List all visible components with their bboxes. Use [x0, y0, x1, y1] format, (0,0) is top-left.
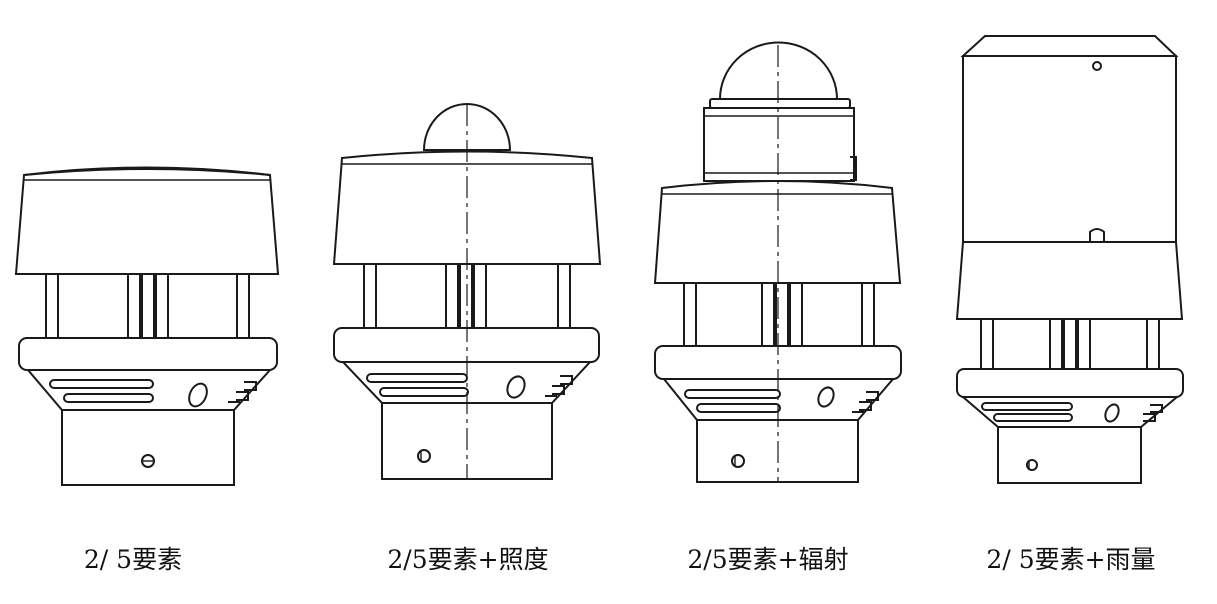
- instrument-basic: [14, 166, 280, 486]
- rain-gauge-body: [962, 55, 1177, 243]
- light-dome: [422, 103, 512, 151]
- set-screw: [141, 454, 155, 468]
- rain-funnel-rim: [960, 35, 1179, 57]
- caption-basic: 2/ 5要素: [83, 545, 183, 574]
- caption-radiation: 2/5要素+辐射: [687, 545, 849, 574]
- instrument-radiation: [653, 41, 902, 483]
- sensor-rods: [980, 318, 1160, 370]
- top-cover: [332, 150, 602, 265]
- instrument-rainfall: [955, 35, 1184, 484]
- base-flange: [956, 368, 1184, 398]
- mount-tube: [61, 409, 235, 486]
- vent-hole: [506, 375, 526, 399]
- vent-hole: [188, 382, 208, 408]
- top-cover: [955, 241, 1184, 320]
- vent-slots: [366, 373, 573, 397]
- vent-hole: [817, 386, 835, 408]
- vent-slots: [49, 379, 257, 403]
- vent-slots: [684, 389, 879, 413]
- base-flange: [18, 337, 278, 371]
- vent-hole: [1104, 403, 1120, 423]
- side-connector: [850, 156, 857, 181]
- set-screw: [731, 454, 745, 468]
- instrument-illuminance: [332, 103, 602, 480]
- sensor-rods: [45, 273, 250, 339]
- mount-tube: [997, 426, 1142, 484]
- dome-ring: [709, 98, 851, 109]
- caption-rainfall: 2/ 5要素+雨量: [986, 545, 1156, 574]
- vent-body: [960, 396, 1180, 428]
- sensor-rods: [683, 282, 875, 348]
- radiation-dome: [718, 41, 839, 100]
- sensor-housing: [703, 107, 855, 182]
- top-cover: [14, 166, 280, 275]
- set-screw: [1026, 459, 1038, 471]
- caption-illuminance: 2/5要素+照度: [387, 545, 549, 574]
- vent-slots: [981, 402, 1163, 422]
- set-screw: [417, 449, 431, 463]
- vent-body: [25, 369, 273, 411]
